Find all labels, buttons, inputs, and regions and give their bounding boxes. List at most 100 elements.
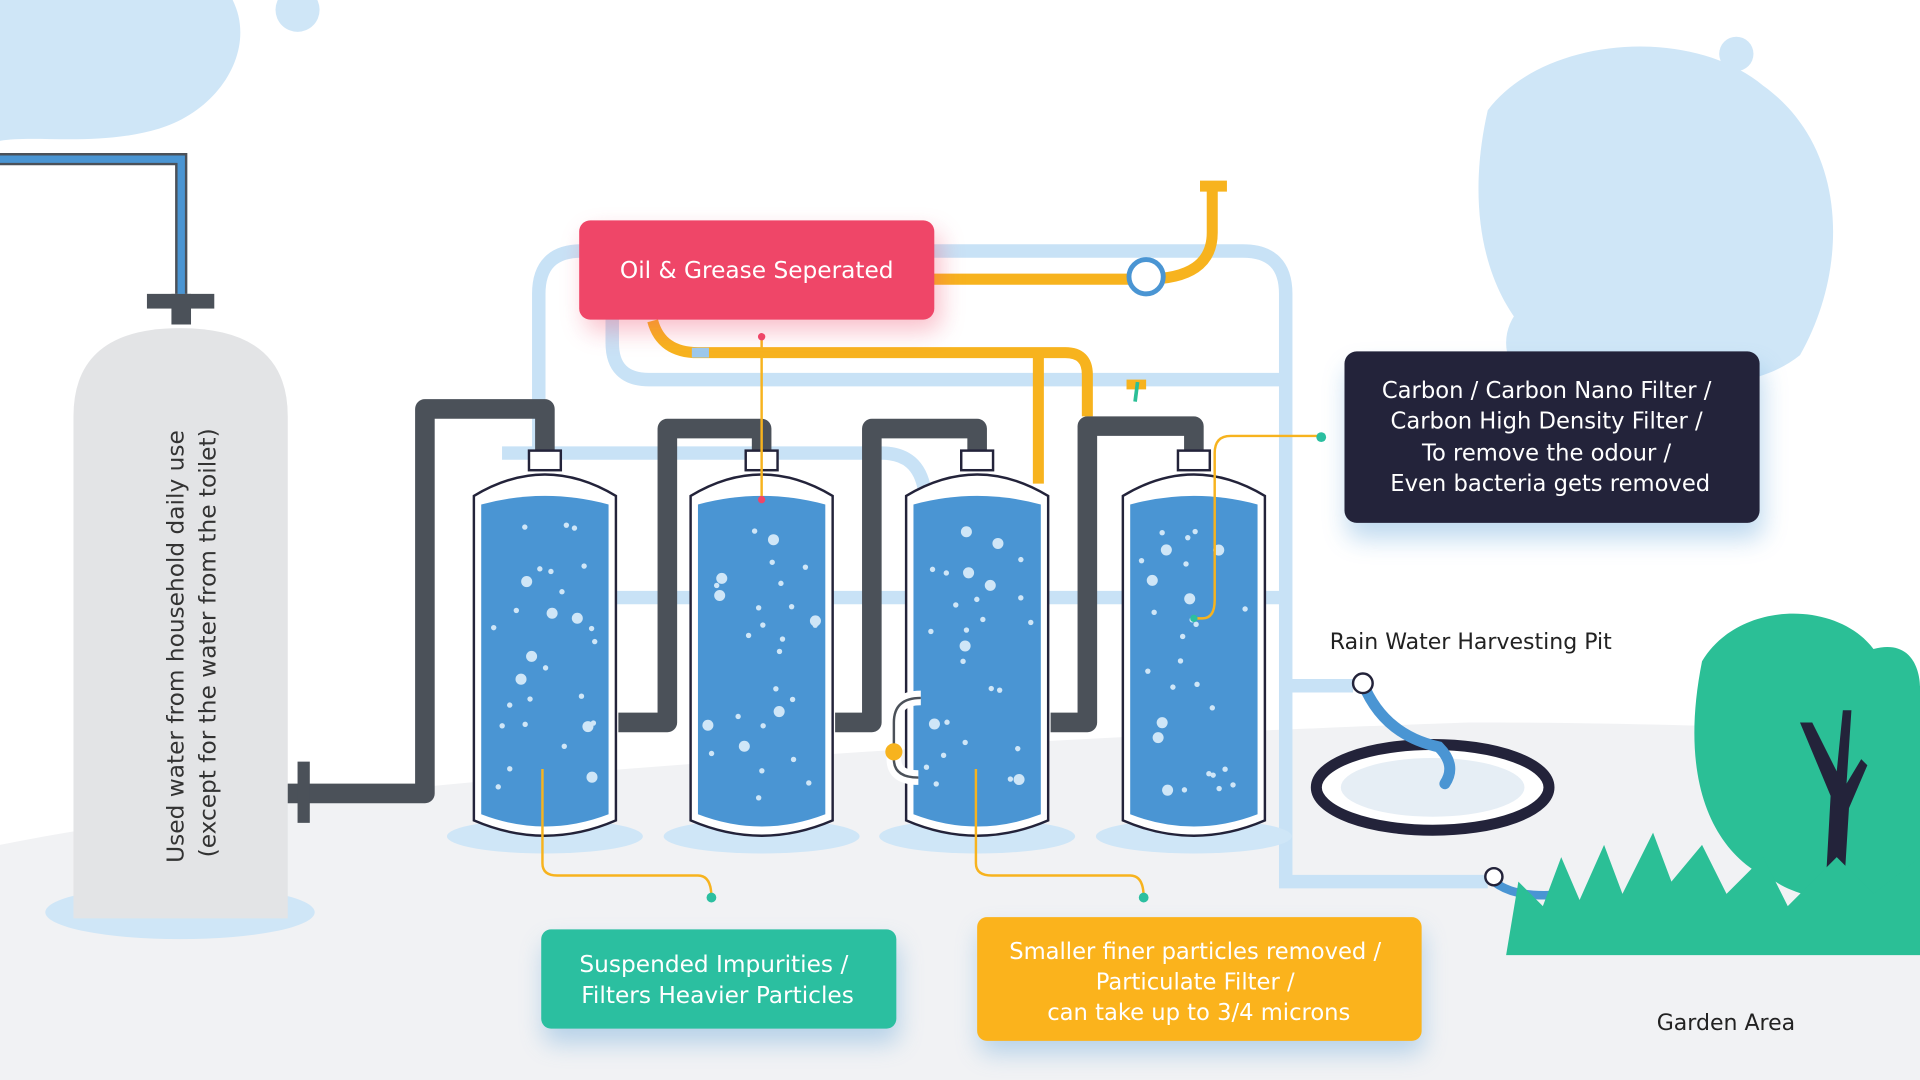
bubble (928, 718, 940, 730)
bubble (586, 771, 598, 783)
bubble (980, 616, 986, 623)
bubble (928, 628, 934, 635)
leader-lines (541, 333, 1327, 903)
bubble (962, 739, 968, 746)
bubble (581, 563, 587, 569)
bubble (495, 784, 501, 790)
bubble (515, 673, 527, 685)
bubble (745, 632, 752, 639)
bubble (708, 750, 715, 757)
bubble (491, 624, 497, 631)
bubble (1222, 766, 1228, 772)
bubble (779, 636, 786, 642)
bubble (499, 723, 505, 729)
bubble (943, 570, 950, 576)
bubble (776, 648, 783, 655)
bubble (1151, 609, 1157, 616)
bubble (1159, 530, 1165, 536)
bubble (773, 706, 785, 718)
bubble (1209, 705, 1216, 711)
garden-tree (1506, 613, 1920, 956)
bubble (537, 566, 543, 572)
rain-water-pit-label: Rain Water Harvesting Pit (1330, 630, 1612, 655)
filter-cylinder-1 (446, 449, 643, 854)
tank-label: Used water from household daily use (exc… (163, 423, 222, 863)
bubble (1145, 668, 1151, 674)
bubble (988, 685, 994, 692)
bubble (755, 605, 762, 611)
bubble (809, 615, 821, 627)
bubble (769, 559, 775, 565)
filter-cylinder-4 (1095, 449, 1292, 854)
bubble (735, 713, 741, 720)
bubble (1216, 785, 1222, 792)
bubble (923, 764, 930, 770)
bubble (760, 723, 766, 729)
suspended-impurities-label-box (541, 929, 897, 1029)
bubble (1184, 593, 1196, 605)
bubble (996, 687, 1003, 693)
bubble (1210, 772, 1216, 778)
bubble (588, 625, 595, 632)
garden-area-label: Garden Area (1657, 1011, 1795, 1036)
bubble (1192, 528, 1198, 535)
carbon-filter-label: Carbon / Carbon Nano Filter / Carbon Hig… (1382, 378, 1719, 497)
bubble (974, 596, 980, 603)
dark-pipes (171, 293, 1204, 804)
suspended-impurities-label: Suspended Impurities / Filters Heavier P… (579, 951, 855, 1009)
bubble (578, 693, 585, 699)
filter-cylinder-2 (663, 449, 860, 854)
bubble (1015, 745, 1021, 752)
bubble (1156, 717, 1168, 729)
bubble (1170, 684, 1176, 690)
household-water-tank (73, 328, 288, 919)
bubble (960, 658, 966, 665)
carbon-filter-label-box (1344, 351, 1760, 523)
bubble (1185, 534, 1191, 541)
bubble (738, 740, 750, 752)
bubble (1007, 776, 1014, 782)
bubble (592, 638, 598, 645)
bubble (1018, 556, 1024, 563)
bubble (1160, 544, 1172, 556)
bubble (812, 622, 818, 628)
bubble (802, 564, 809, 570)
bubble (1028, 619, 1034, 626)
bubble (1206, 771, 1212, 777)
bubble (933, 781, 939, 787)
bubble (788, 603, 795, 610)
bubble (1194, 681, 1200, 688)
valve-icon (1126, 257, 1166, 297)
bubble (984, 579, 996, 591)
bubble (1162, 784, 1174, 796)
bubble (714, 590, 726, 602)
bubble (992, 537, 1004, 549)
bubble (1146, 574, 1158, 586)
bubble (755, 795, 762, 801)
bubble (1177, 658, 1184, 664)
bubble (1018, 595, 1024, 601)
bubble (1179, 633, 1186, 640)
bubble (522, 721, 528, 728)
bubble (513, 607, 520, 614)
particulate-filter-label: Smaller finer particles removed / Partic… (1009, 939, 1388, 1026)
bubble (1193, 621, 1199, 628)
bubble (929, 566, 936, 573)
bubble (1138, 557, 1145, 564)
bubble (559, 589, 565, 595)
bubble (963, 567, 975, 579)
bubble (702, 719, 714, 731)
bubble (751, 528, 758, 534)
bubble (959, 640, 971, 652)
bubble (1242, 606, 1248, 612)
bubble (789, 696, 796, 703)
bubble (713, 582, 720, 589)
bubble (963, 627, 970, 633)
bubble (760, 622, 766, 628)
bubble (546, 607, 558, 619)
bubble (778, 580, 784, 587)
bubble (1152, 732, 1164, 744)
bubble (571, 525, 578, 531)
bubble (582, 721, 594, 733)
